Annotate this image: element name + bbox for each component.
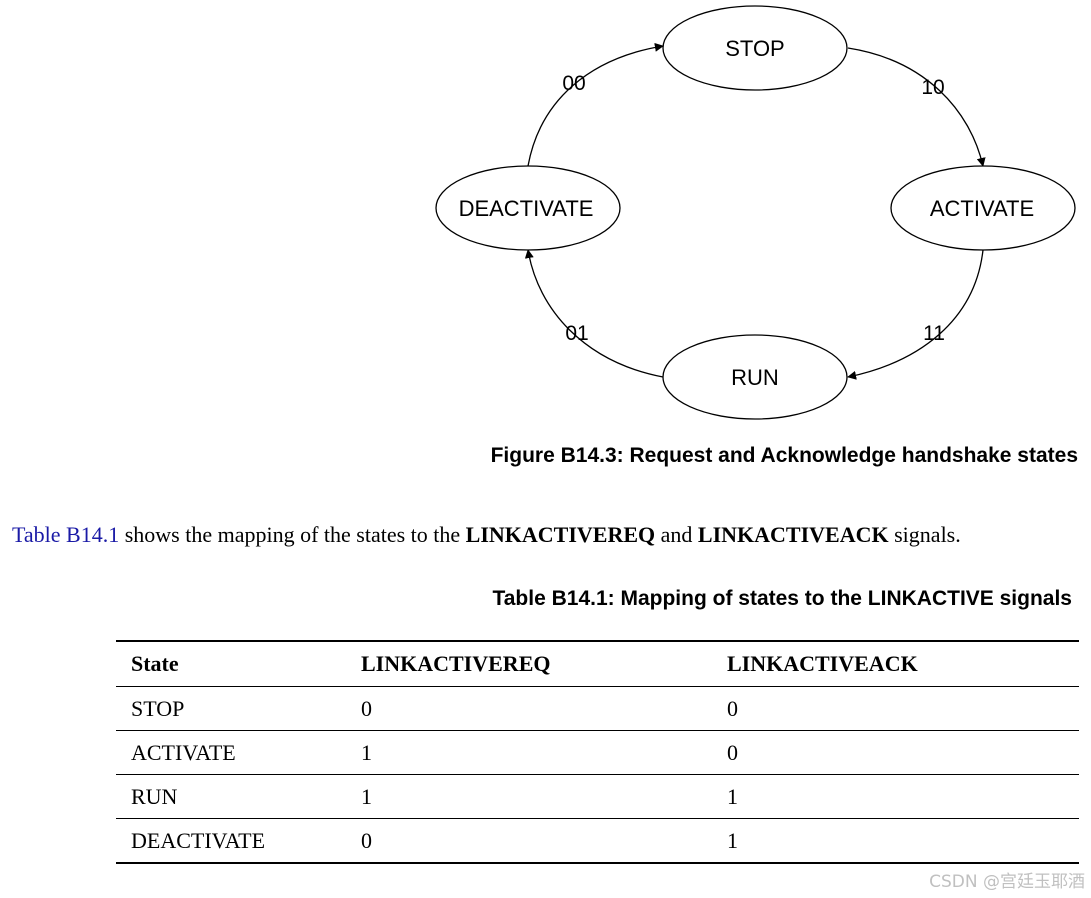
signal-name-ack: LINKACTIVEACK — [697, 522, 889, 547]
svg-text:STOP: STOP — [725, 36, 785, 61]
column-header-req: LINKACTIVEREQ — [361, 651, 551, 676]
svg-text:RUN: RUN — [731, 365, 779, 390]
table-caption: Table B14.1: Mapping of states to the LI… — [492, 587, 1072, 610]
column-header-ack: LINKACTIVEACK — [727, 651, 918, 676]
watermark: CSDN @宫廷玉耶酒 — [929, 872, 1085, 892]
figure-caption: Figure B14.3: Request and Acknowledge ha… — [490, 444, 1078, 467]
paragraph-text: shows the mapping of the states to the — [119, 522, 466, 547]
edge-stop-to-activate — [847, 47, 986, 167]
cell-state: RUN — [131, 783, 178, 809]
cell-state: ACTIVATE — [131, 739, 236, 765]
svg-text:DEACTIVATE: DEACTIVATE — [459, 196, 594, 221]
state-mapping-table: State LINKACTIVEREQ LINKACTIVEACK STOP 0… — [116, 640, 1079, 864]
edge-activate-to-run — [847, 249, 984, 380]
column-header-state: State — [131, 651, 179, 676]
table-row: RUN 1 1 — [116, 775, 1079, 819]
signal-name-req: LINKACTIVEREQ — [465, 522, 656, 547]
table-row: ACTIVATE 1 0 — [116, 731, 1079, 775]
edge-label-activate-run: 11 — [923, 322, 945, 345]
table-row: DEACTIVATE 0 1 — [116, 819, 1079, 863]
edge-run-to-deactivate — [524, 249, 664, 378]
edge-label-stop-activate: 10 — [921, 76, 944, 99]
table-reference-link[interactable]: Table B14.1 — [12, 522, 120, 547]
cell-ack: 0 — [727, 739, 738, 765]
edge-deactivate-to-stop — [527, 42, 664, 167]
state-diagram: 10 11 01 00 STOP ACTIVATE RUN DEACTIVATE — [435, 5, 1076, 420]
cell-req: 0 — [361, 695, 372, 721]
cell-req: 1 — [361, 739, 372, 765]
node-activate: ACTIVATE — [890, 165, 1076, 251]
node-stop: STOP — [662, 5, 848, 91]
table-header-row: State LINKACTIVEREQ LINKACTIVEACK — [116, 641, 1079, 687]
cell-ack: 0 — [727, 695, 738, 721]
body-paragraph: Table B14.1 shows the mapping of the sta… — [12, 522, 961, 548]
table-row: STOP 0 0 — [116, 687, 1079, 731]
node-deactivate: DEACTIVATE — [435, 165, 621, 251]
cell-req: 1 — [361, 783, 372, 809]
cell-state: STOP — [131, 695, 185, 721]
cell-ack: 1 — [727, 827, 738, 853]
node-run: RUN — [662, 334, 848, 420]
paragraph-text: and — [655, 522, 698, 547]
svg-text:ACTIVATE: ACTIVATE — [930, 196, 1034, 221]
cell-state: DEACTIVATE — [131, 827, 266, 853]
edge-label-deactivate-stop: 00 — [562, 72, 585, 95]
cell-req: 0 — [361, 827, 372, 853]
cell-ack: 1 — [727, 783, 738, 809]
edge-label-run-deactivate: 01 — [565, 322, 588, 345]
paragraph-text: signals. — [888, 522, 961, 547]
